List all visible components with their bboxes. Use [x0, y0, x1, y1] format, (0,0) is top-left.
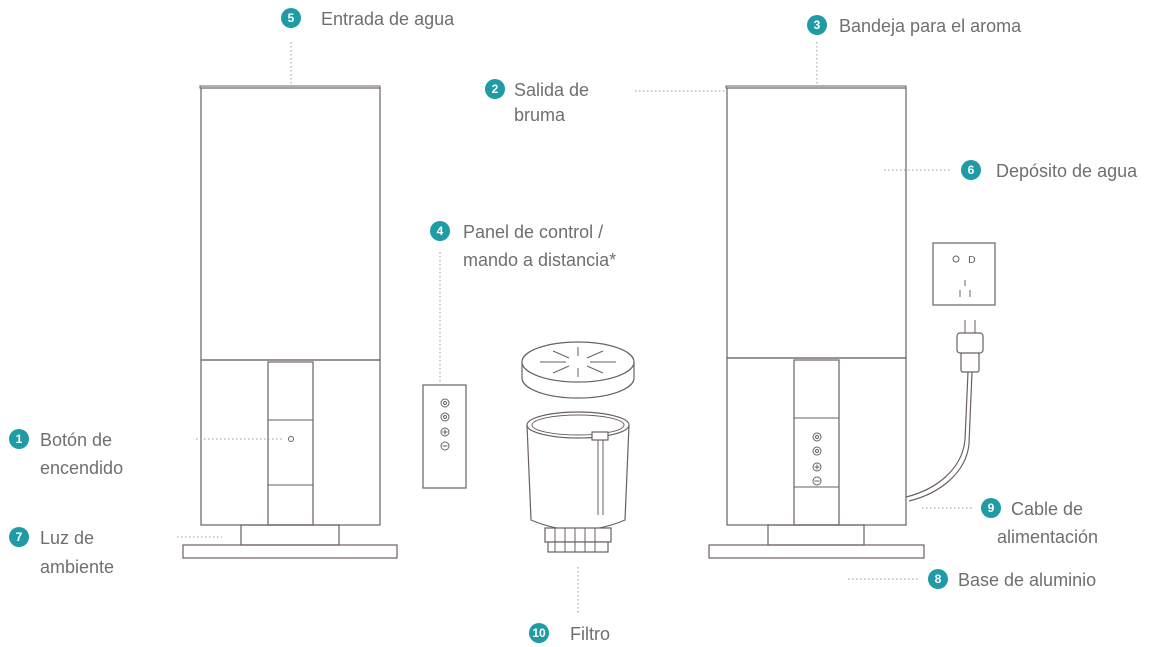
callout-10-label: Filtro	[570, 624, 610, 644]
callout-1: 1 Botón de encendido	[9, 429, 123, 478]
callout-3-label: Bandeja para el aroma	[839, 16, 1022, 36]
callout-2: 2 Salida de bruma	[485, 79, 589, 125]
callout-6: 6 Depósito de agua	[961, 160, 1138, 181]
callout-7-label-line2: ambiente	[40, 557, 114, 577]
callout-8: 8 Base de aluminio	[928, 569, 1096, 590]
callout-4-label-line2: mando a distancia*	[463, 250, 616, 270]
callout-5-label: Entrada de agua	[321, 9, 455, 29]
filter-illustration	[521, 341, 635, 553]
callout-4-number: 4	[437, 224, 444, 238]
humidifier-back-illustration	[708, 85, 925, 559]
callout-2-label-line2: bruma	[514, 105, 566, 125]
callout-8-number: 8	[935, 572, 942, 586]
callout-9: 9 Cable de alimentación	[981, 498, 1098, 547]
callout-3: 3 Bandeja para el aroma	[807, 15, 1022, 36]
remote-control-illustration	[422, 384, 467, 489]
callout-5-number: 5	[288, 11, 295, 25]
callout-2-number: 2	[492, 82, 499, 96]
callout-8-label: Base de aluminio	[958, 570, 1096, 590]
callout-9-label-line2: alimentación	[997, 527, 1098, 547]
callout-7: 7 Luz de ambiente	[9, 527, 114, 577]
callout-1-number: 1	[16, 432, 23, 446]
callout-10: 10 Filtro	[529, 623, 610, 644]
callout-1-label-line2: encendido	[40, 458, 123, 478]
callout-1-label-line1: Botón de	[40, 430, 112, 450]
humidifier-front-illustration	[182, 85, 398, 559]
callout-10-number: 10	[532, 626, 546, 640]
callout-6-label: Depósito de agua	[996, 161, 1138, 181]
callout-2-label-line1: Salida de	[514, 80, 589, 100]
svg-text:D: D	[968, 255, 976, 266]
callout-4-label-line1: Panel de control /	[463, 222, 603, 242]
callout-9-label-line1: Cable de	[1011, 499, 1083, 519]
leader-lines	[177, 42, 972, 613]
power-cord-illustration: D	[905, 242, 996, 502]
callout-7-label-line1: Luz de	[40, 528, 94, 548]
callout-5: 5 Entrada de agua	[281, 8, 455, 29]
callout-9-number: 9	[988, 501, 995, 515]
power-button-dot	[288, 436, 294, 442]
callout-7-number: 7	[16, 530, 23, 544]
callout-4: 4 Panel de control / mando a distancia*	[430, 221, 616, 270]
callout-3-number: 3	[814, 18, 821, 32]
callout-6-number: 6	[968, 163, 975, 177]
